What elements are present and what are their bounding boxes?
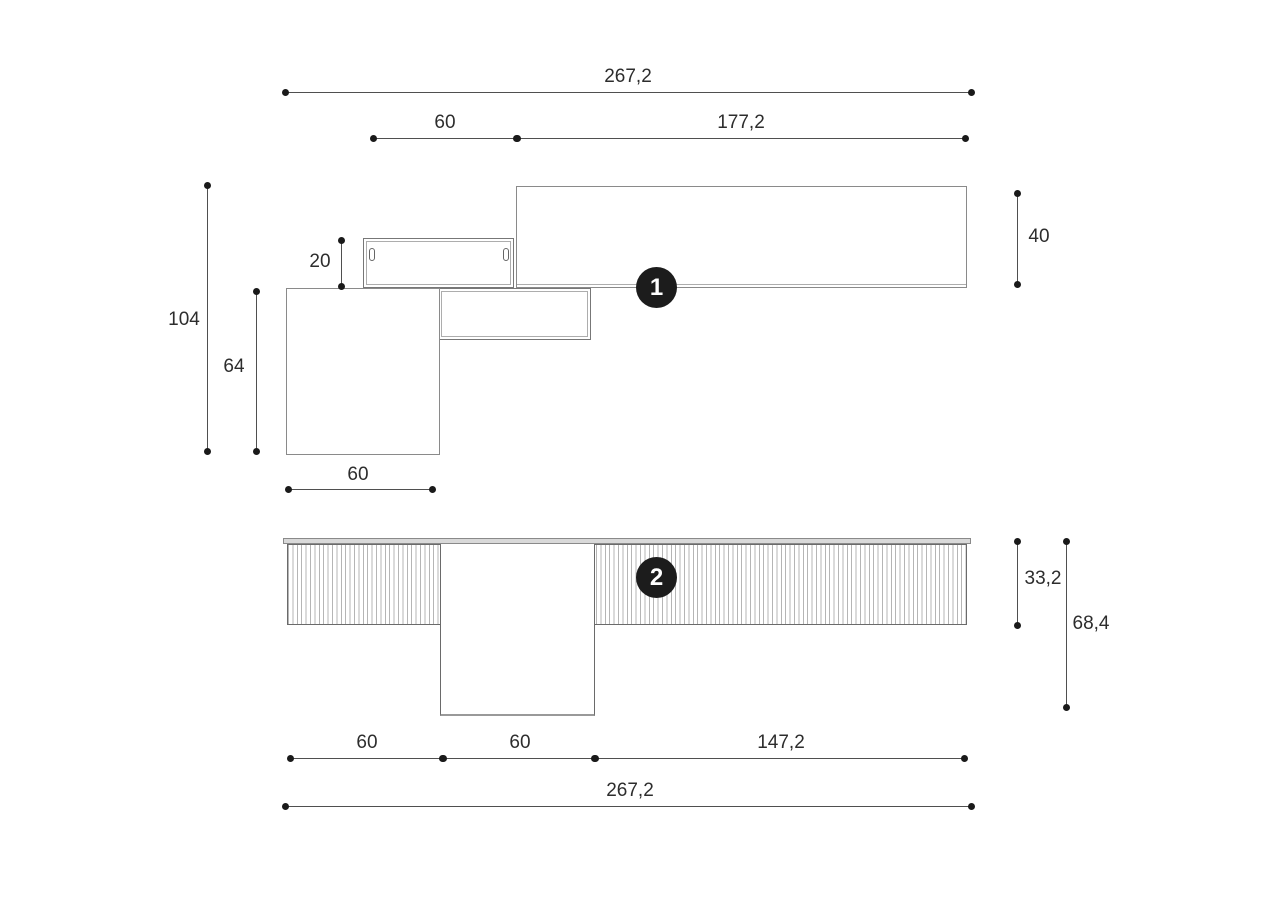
- dimension-endpoint-dot: [1063, 704, 1070, 711]
- dimension-endpoint-dot: [370, 135, 377, 142]
- dimension-2-total-width: [282, 803, 975, 810]
- dimension-label-1-base-width: 60: [347, 464, 369, 485]
- dimension-endpoint-dot: [1014, 622, 1021, 629]
- dimension-line: [207, 185, 208, 452]
- column-cabinet: [440, 544, 595, 716]
- view-2-badge: 2: [636, 557, 677, 598]
- upper-right-cabinet: [516, 186, 967, 288]
- dimension-label-2-total-width: 267,2: [606, 780, 654, 801]
- dimension-endpoint-dot: [204, 182, 211, 189]
- dimension-line: [517, 138, 966, 139]
- dimension-endpoint-dot: [514, 135, 521, 142]
- dimension-endpoint-dot: [287, 755, 294, 762]
- dimension-2-segment-3: [592, 755, 968, 762]
- dimension-endpoint-dot: [204, 448, 211, 455]
- dimension-2-segment-2: [440, 755, 598, 762]
- wall-cabinet-inner-frame: [366, 241, 511, 285]
- dimension-endpoint-dot: [429, 486, 436, 493]
- dimension-endpoint-dot: [1014, 190, 1021, 197]
- top-panel-strip: [283, 538, 971, 544]
- left-base-cabinet: [286, 288, 440, 455]
- dimension-line: [256, 291, 257, 452]
- dimension-label-2-segment-1: 60: [356, 732, 378, 753]
- dimension-1-top-cabinet-width: [514, 135, 969, 142]
- wall-cabinet-with-slots: [363, 238, 514, 288]
- dimension-line: [1017, 541, 1018, 626]
- dimension-1-total-width: [282, 89, 975, 96]
- dimension-label-1-top-cabinet-height: 40: [1028, 226, 1050, 247]
- dimension-endpoint-dot: [961, 755, 968, 762]
- dimension-1-base-width: [285, 486, 436, 493]
- dimension-2-band-depth: [1014, 538, 1021, 629]
- dimension-endpoint-dot: [1014, 281, 1021, 288]
- dimension-label-1-total-height: 104: [168, 309, 200, 330]
- upper-cabinet-bottom-edge: [517, 284, 966, 285]
- dimension-line: [443, 758, 595, 759]
- dimension-endpoint-dot: [1014, 538, 1021, 545]
- dimension-1-base-height: [253, 288, 260, 455]
- dimension-endpoint-dot: [968, 89, 975, 96]
- dimension-2-segment-1: [287, 755, 446, 762]
- dimension-endpoint-dot: [338, 237, 345, 244]
- dimension-line: [373, 138, 517, 139]
- dimension-endpoint-dot: [962, 135, 969, 142]
- dimension-endpoint-dot: [338, 283, 345, 290]
- dimension-label-2-segment-3: 147,2: [757, 732, 805, 753]
- dimension-endpoint-dot: [253, 288, 260, 295]
- dimension-endpoint-dot: [285, 486, 292, 493]
- dimension-2-total-depth: [1063, 538, 1070, 711]
- handle-slot-right-icon: [503, 248, 509, 261]
- view-1-badge: 1: [636, 267, 677, 308]
- dimension-endpoint-dot: [440, 755, 447, 762]
- handle-slot-left-icon: [369, 248, 375, 261]
- dimension-label-1-base-height: 64: [223, 356, 245, 377]
- lower-cabinet-inner-frame: [441, 291, 588, 337]
- dimension-line: [285, 92, 972, 93]
- dimension-label-1-wall-cabinet-width: 60: [434, 112, 456, 133]
- dimension-line: [1017, 193, 1018, 285]
- dimension-1-wall-cabinet-height: [338, 237, 345, 290]
- dimension-label-1-total-width: 267,2: [604, 66, 652, 87]
- dimension-1-wall-cabinet-width: [370, 135, 520, 142]
- dimension-label-1-top-cabinet-width: 177,2: [717, 112, 765, 133]
- dimension-endpoint-dot: [253, 448, 260, 455]
- dimension-endpoint-dot: [592, 755, 599, 762]
- dimension-endpoint-dot: [968, 803, 975, 810]
- dimension-line: [341, 240, 342, 287]
- dimension-label-1-wall-cabinet-height: 20: [309, 251, 331, 272]
- dimension-endpoint-dot: [282, 89, 289, 96]
- dimension-line: [595, 758, 965, 759]
- dimension-line: [290, 758, 443, 759]
- middle-lower-cabinet: [438, 288, 591, 340]
- dimension-line: [288, 489, 433, 490]
- dimension-line: [1066, 541, 1067, 708]
- dimension-label-2-total-depth: 68,4: [1072, 613, 1110, 634]
- dimension-1-total-height: [204, 182, 211, 455]
- dimension-endpoint-dot: [1063, 538, 1070, 545]
- dimension-label-2-band-depth: 33,2: [1024, 568, 1062, 589]
- dimension-label-2-segment-2: 60: [509, 732, 531, 753]
- dimension-endpoint-dot: [282, 803, 289, 810]
- dimension-line: [285, 806, 972, 807]
- fluted-band: [287, 544, 967, 625]
- dimension-1-top-cabinet-height: [1014, 190, 1021, 288]
